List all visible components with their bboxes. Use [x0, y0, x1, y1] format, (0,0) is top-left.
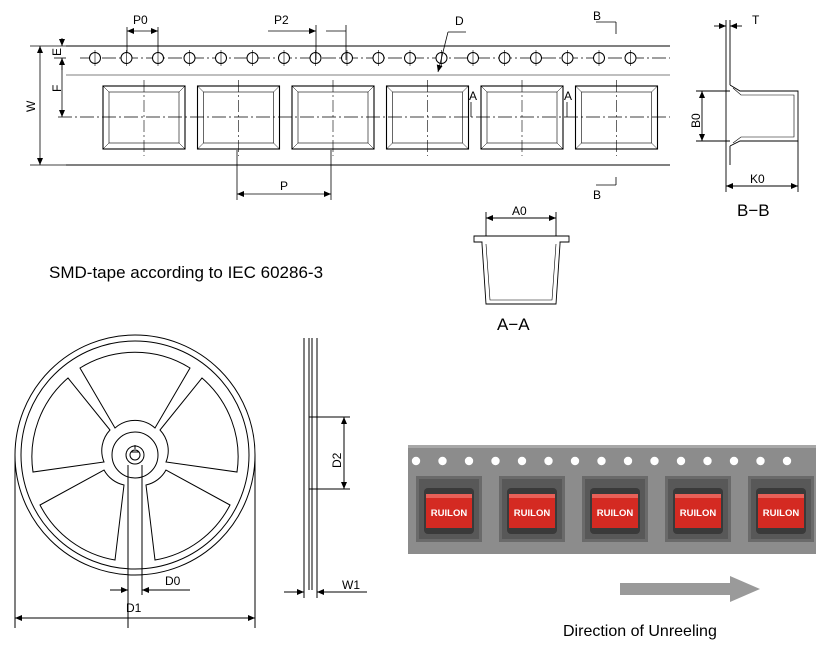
label-w: W — [24, 100, 38, 112]
label-w1: W1 — [342, 578, 360, 592]
photo-sprocket-hole — [491, 456, 500, 466]
section-bb — [696, 20, 799, 192]
photo-sprocket-hole — [544, 456, 553, 466]
tape-pocket — [196, 80, 281, 156]
component-marking: RUILON — [431, 508, 468, 519]
photo-sprocket-hole — [438, 456, 447, 466]
label-p: P — [280, 179, 288, 193]
label-p2: P2 — [274, 13, 289, 27]
sprocket-hole — [120, 50, 133, 66]
tape-pocket — [574, 80, 659, 156]
label-f: F — [50, 85, 64, 92]
label-d2: D2 — [330, 452, 344, 468]
label-b0: B0 — [689, 113, 703, 128]
photo-sprocket-hole — [729, 456, 739, 466]
section-aa-labels: A0 A−A — [497, 204, 530, 334]
sprocket-hole — [278, 50, 290, 66]
sprocket-hole — [593, 50, 605, 66]
photo-pocket: RUILON — [748, 476, 814, 542]
tape-pocket — [291, 80, 375, 156]
tape-pockets — [102, 80, 659, 156]
sprocket-hole — [89, 50, 101, 66]
photo-sprocket-hole — [623, 456, 633, 466]
label-k0: K0 — [750, 172, 765, 186]
reel-front-view — [14, 334, 256, 628]
sprocket-hole — [246, 50, 259, 66]
photo-pocket: RUILON — [665, 476, 731, 542]
dimension-lines — [30, 21, 617, 200]
sprocket-hole — [183, 50, 196, 66]
sprocket-hole — [561, 50, 574, 66]
label-p0: P0 — [133, 13, 148, 27]
photo-sprocket-hole — [464, 456, 474, 466]
section-bb-title: B−B — [737, 201, 770, 220]
sprocket-hole — [215, 50, 227, 66]
tape-pocket — [480, 80, 564, 156]
sprocket-hole — [372, 50, 385, 66]
tape-pocket — [102, 80, 186, 156]
section-aa-title: A−A — [497, 315, 530, 334]
photo-sprocket-holes — [411, 456, 792, 466]
component-marking: RUILON — [680, 508, 717, 519]
label-a-left: A — [469, 89, 477, 103]
sprocket-hole — [467, 50, 479, 66]
label-a-right: A — [564, 89, 572, 103]
tape-top-view — [58, 45, 670, 166]
photo-sprocket-hole — [517, 456, 527, 466]
label-t: T — [752, 13, 760, 27]
tape-caption: SMD-tape according to IEC 60286-3 — [49, 263, 324, 282]
tape-photo: RUILON RUILON RUILON RUILON RUILON — [408, 445, 816, 554]
photo-pocket: RUILON — [416, 476, 482, 542]
photo-pockets: RUILON RUILON RUILON RUILON RUILON — [416, 476, 814, 542]
sprocket-hole — [152, 50, 164, 66]
component-marking: RUILON — [763, 508, 800, 519]
sprocket-hole — [530, 50, 542, 66]
reel-front-labels: D0 D1 — [126, 574, 181, 615]
section-aa — [473, 212, 570, 305]
label-b-bottom: B — [593, 188, 601, 202]
unreel-arrow — [620, 576, 760, 602]
photo-pocket: RUILON — [499, 476, 565, 542]
unreel-caption: Direction of Unreeling — [563, 623, 717, 640]
tape-pocket — [385, 80, 470, 156]
label-b-top: B — [593, 9, 601, 23]
sprocket-hole — [341, 50, 353, 66]
photo-sprocket-hole — [782, 456, 792, 466]
reel-side-view — [284, 338, 367, 598]
photo-sprocket-hole — [756, 456, 765, 466]
reel-side-labels: D2 W1 — [330, 452, 360, 592]
section-bb-labels: T B0 K0 B−B — [689, 13, 770, 220]
photo-sprocket-hole — [570, 456, 580, 466]
photo-sprocket-hole — [411, 456, 421, 466]
photo-sprocket-hole — [703, 456, 712, 466]
sprocket-hole — [309, 50, 322, 66]
label-a0: A0 — [512, 204, 527, 218]
sprocket-hole — [498, 50, 511, 66]
photo-pocket: RUILON — [582, 476, 648, 542]
dimension-labels-top: P0 P2 D P B B A A W E F — [24, 9, 601, 202]
label-d: D — [455, 14, 464, 28]
photo-sprocket-hole — [650, 456, 659, 466]
label-d0: D0 — [165, 574, 181, 588]
sprocket-hole — [404, 50, 416, 66]
sprocket-hole — [624, 50, 637, 66]
photo-sprocket-hole — [597, 456, 606, 466]
component-marking: RUILON — [597, 508, 634, 519]
component-marking: RUILON — [514, 508, 551, 519]
sprocket-holes — [89, 50, 637, 66]
photo-sprocket-hole — [676, 456, 686, 466]
label-d1: D1 — [126, 601, 142, 615]
label-e: E — [50, 48, 64, 56]
